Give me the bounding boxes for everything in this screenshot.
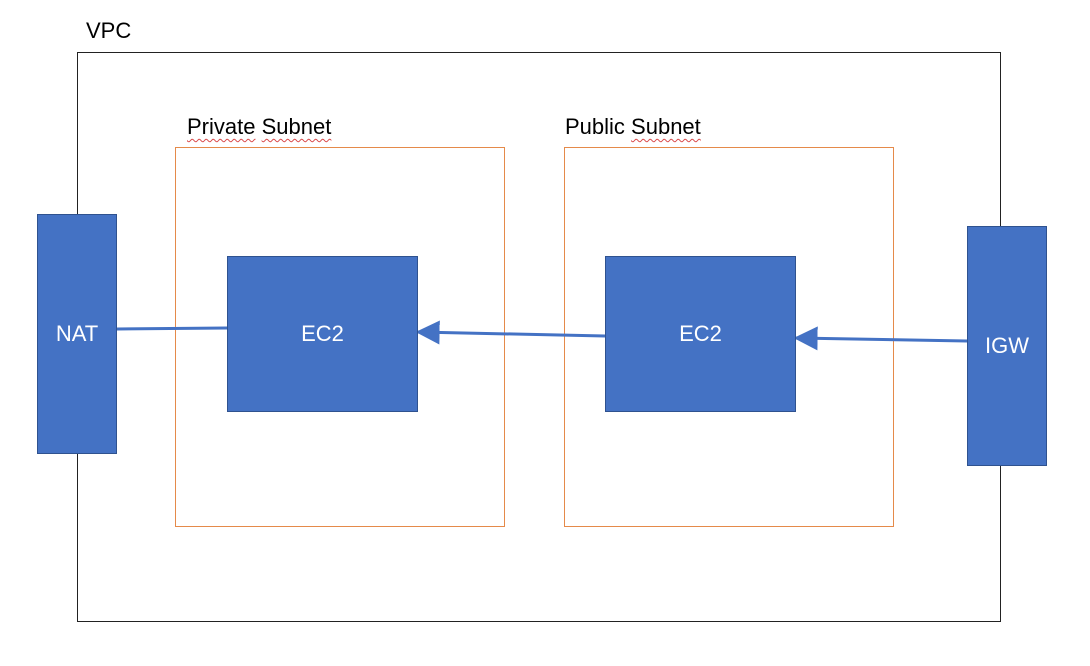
ec2-private-node: EC2 bbox=[227, 256, 418, 412]
public-subnet-label: Public Subnet bbox=[565, 116, 701, 138]
ec2-private-label: EC2 bbox=[301, 321, 344, 346]
public-subnet-label-word2: Subnet bbox=[631, 114, 701, 139]
vpc-label: VPC bbox=[86, 18, 132, 43]
ec2-public-node: EC2 bbox=[605, 256, 796, 412]
private-subnet-label-word1: Private bbox=[187, 114, 256, 139]
ec2-public-label: EC2 bbox=[679, 321, 722, 346]
private-subnet-label-word2: Subnet bbox=[261, 114, 332, 139]
igw-node: IGW bbox=[967, 226, 1047, 466]
private-subnet-label: Private Subnet bbox=[187, 116, 331, 138]
igw-label: IGW bbox=[985, 333, 1029, 358]
nat-label: NAT bbox=[55, 321, 99, 346]
public-subnet-label-word1: Public bbox=[565, 114, 625, 139]
nat-node: NAT bbox=[37, 214, 117, 454]
